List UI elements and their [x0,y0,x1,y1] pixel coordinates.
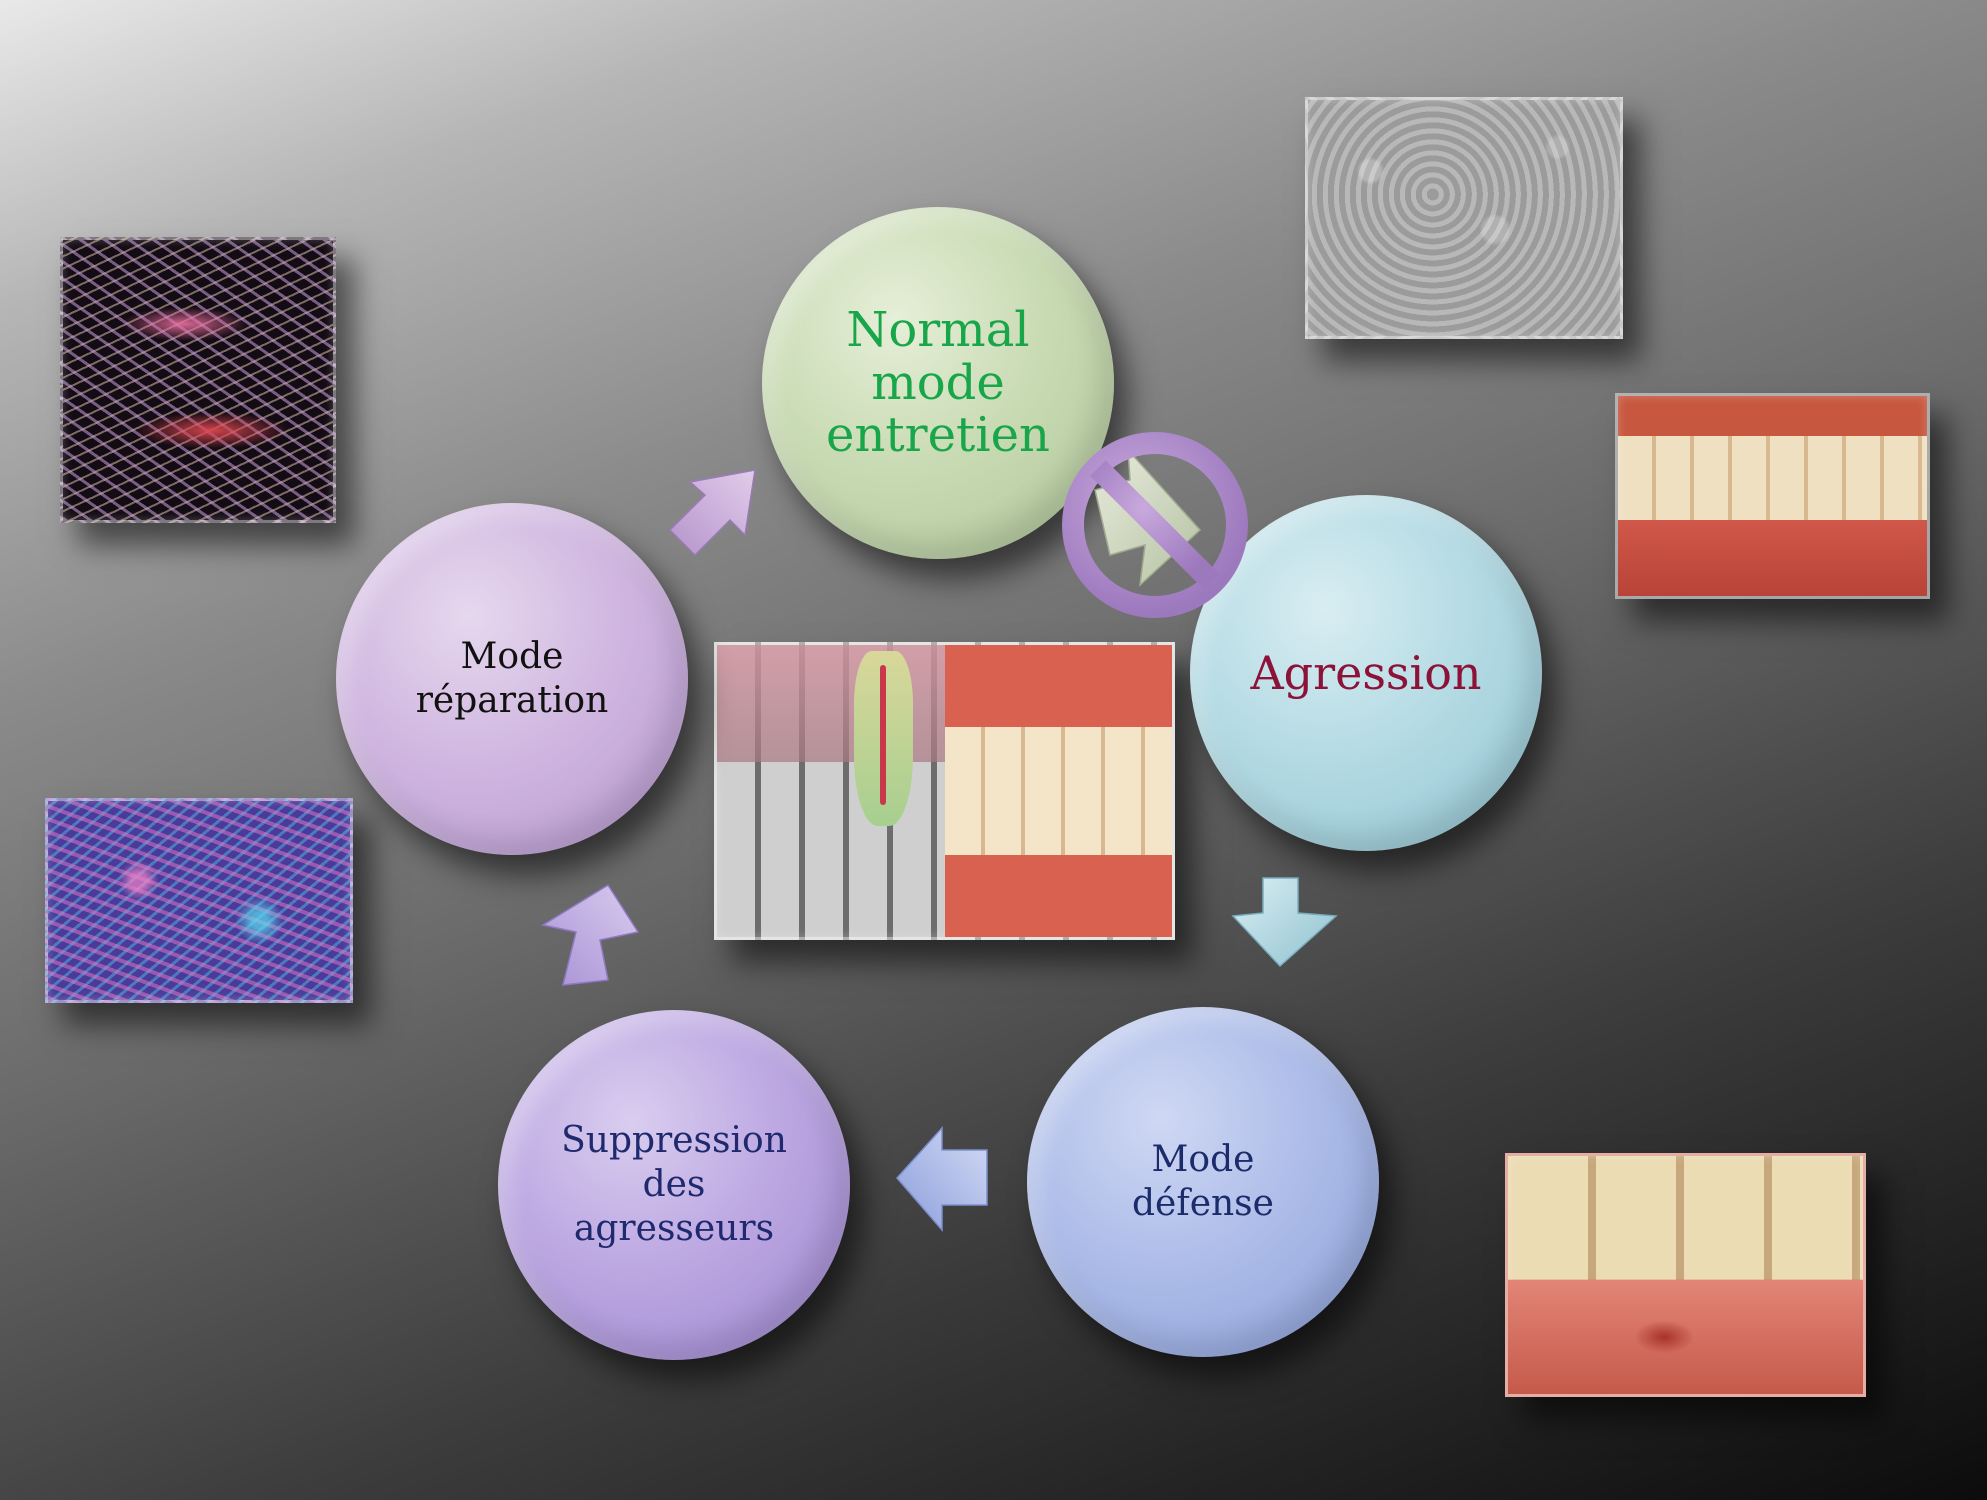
arrow-reparation-to-normal [660,460,770,580]
highlighted-tooth [854,651,913,826]
gum-lesion-photo [1505,1153,1866,1397]
node-reparation-label: Mode réparation [416,635,609,723]
node-reparation-mode: Mode réparation [336,503,688,855]
node-defense-mode: Mode défense [1027,1007,1379,1357]
node-defense-label: Mode défense [1132,1138,1274,1226]
stained-tissue-micrograph [45,798,353,1003]
fibroblast-illustration [60,237,336,523]
arrow-agression-to-defense [1228,868,1343,973]
node-normal-label: Normal mode entretien [826,304,1050,462]
xray-and-teeth-photo [714,642,1175,940]
teeth-photo-half [945,645,1173,937]
node-suppression-label: Suppression des agresseurs [561,1119,787,1251]
arrow-defense-to-suppression [892,1120,992,1240]
healthy-gums-photo [1615,393,1930,599]
cell-micrograph [1305,97,1623,339]
prohibited-icon [1050,420,1260,630]
node-agression-label: Agression [1250,645,1481,701]
arrow-suppression-to-reparation [538,880,648,990]
node-suppression: Suppression des agresseurs [498,1010,850,1360]
